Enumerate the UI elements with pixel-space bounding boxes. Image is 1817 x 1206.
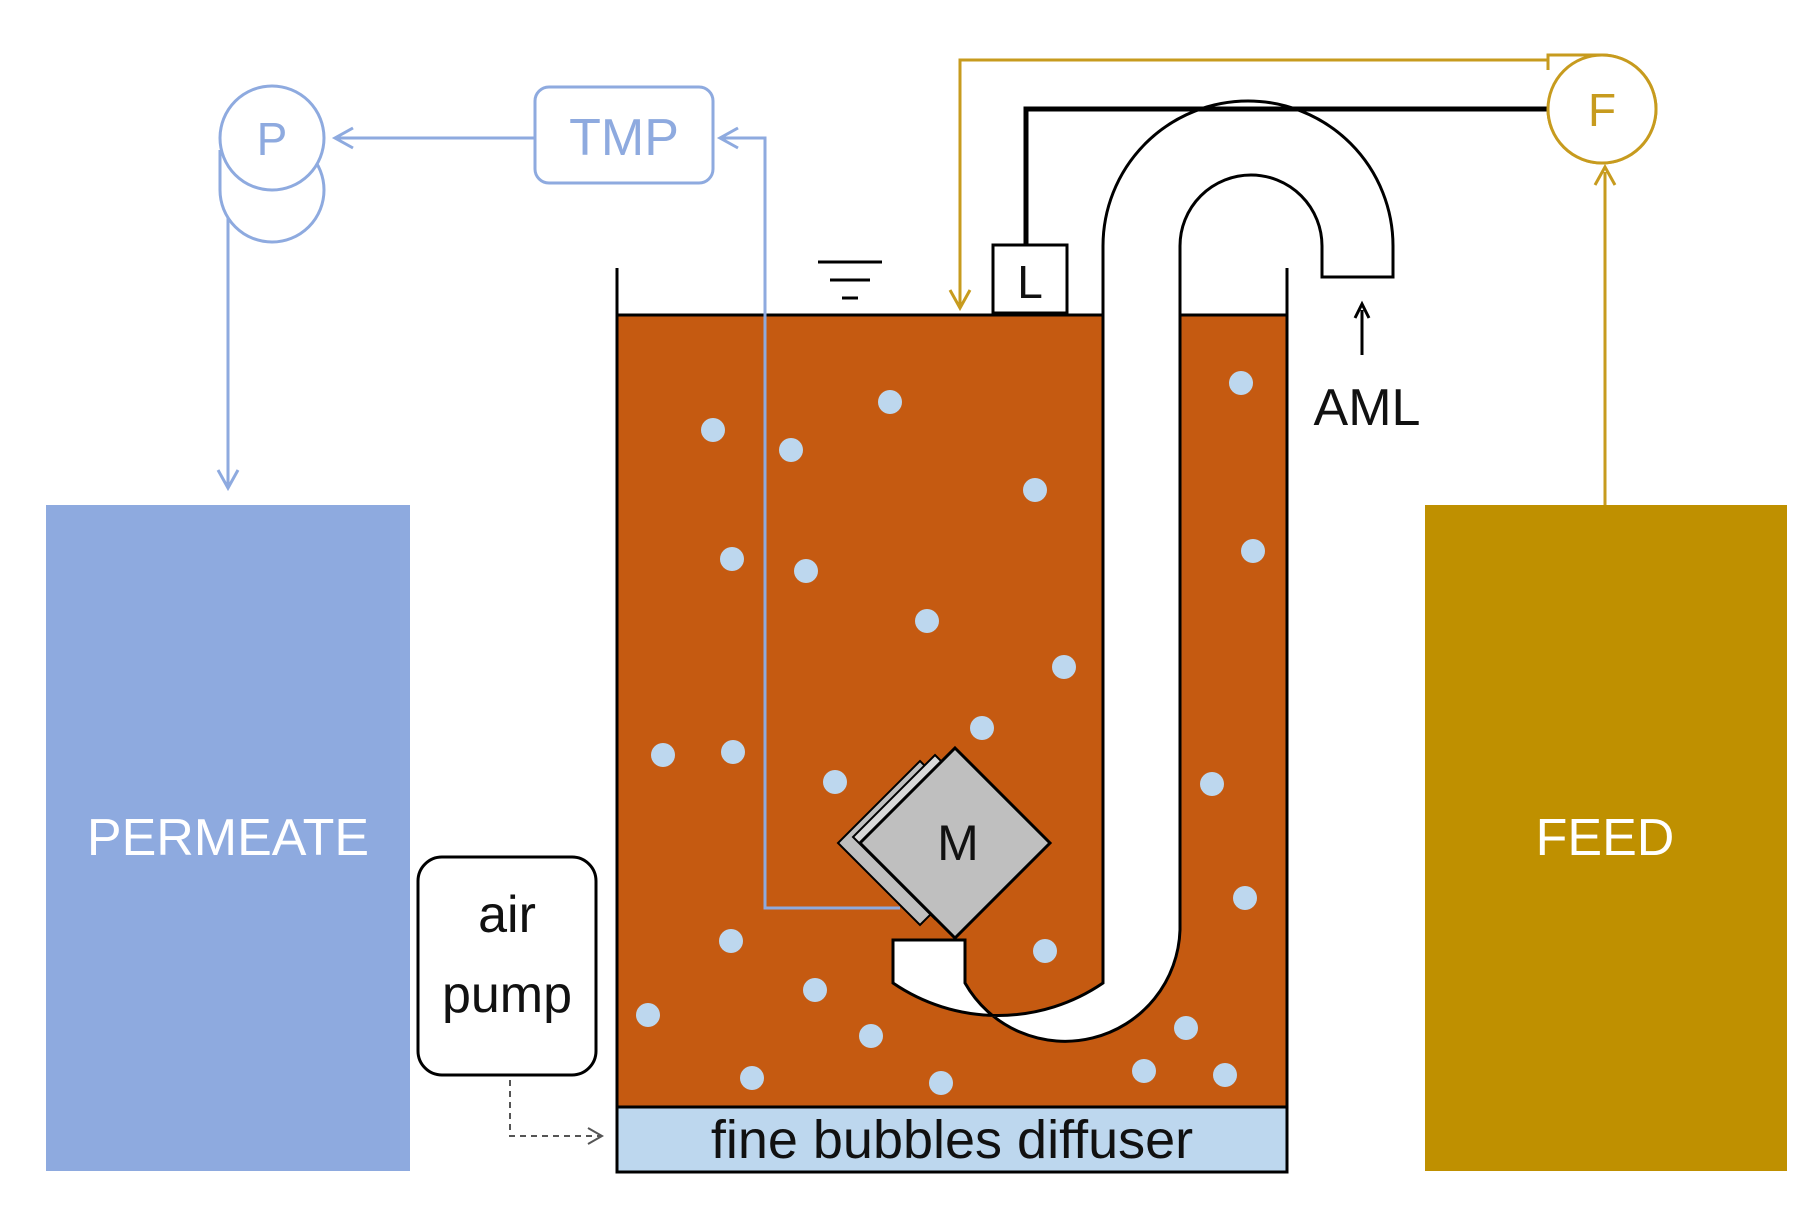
fine-bubbles-diffuser: fine bubbles diffuser xyxy=(615,1105,1289,1174)
bubble xyxy=(1033,939,1057,963)
bubble xyxy=(1132,1059,1156,1083)
bubble xyxy=(1229,371,1253,395)
level-sensor-label: L xyxy=(1017,256,1043,308)
tmp-sensor: TMP xyxy=(533,85,715,185)
feed-pump: F xyxy=(1546,53,1658,165)
bubble xyxy=(970,716,994,740)
permeate-label: PERMEATE xyxy=(87,809,369,867)
bubble xyxy=(803,978,827,1002)
bubble xyxy=(720,547,744,571)
bubble xyxy=(1200,772,1224,796)
bubble xyxy=(719,929,743,953)
bubble xyxy=(794,559,818,583)
bubble xyxy=(859,1024,883,1048)
bubble xyxy=(1023,478,1047,502)
bubble xyxy=(1174,1016,1198,1040)
membrane-module: M xyxy=(836,745,1053,941)
membrane-label: M xyxy=(937,815,979,871)
bubble xyxy=(1213,1063,1237,1087)
bubble xyxy=(1052,655,1076,679)
bubble xyxy=(929,1071,953,1095)
bubble xyxy=(701,418,725,442)
feed-supply-line xyxy=(1593,163,1617,505)
aml-riser-tube xyxy=(891,99,1395,1043)
permeate-pump-label: P xyxy=(257,113,288,165)
bubble xyxy=(779,438,803,462)
bubble xyxy=(1241,539,1265,563)
bubble xyxy=(823,770,847,794)
feed-tank: FEED xyxy=(1425,505,1787,1171)
bubble xyxy=(636,1003,660,1027)
bubble xyxy=(740,1066,764,1090)
air-pump: air pump xyxy=(416,855,598,1077)
air-pump-label-line2: pump xyxy=(442,966,572,1024)
bubble xyxy=(651,743,675,767)
level-control-line xyxy=(1023,106,1548,245)
permeate-tank: PERMEATE xyxy=(46,505,410,1171)
bubble xyxy=(915,609,939,633)
aml-indicator: AML xyxy=(1314,300,1421,437)
air-bubbles xyxy=(636,371,1265,1095)
feed-pump-label: F xyxy=(1588,84,1616,136)
aml-label: AML xyxy=(1314,379,1421,437)
water-level-symbol xyxy=(818,260,882,300)
tmp-label: TMP xyxy=(569,109,679,167)
diffuser-label: fine bubbles diffuser xyxy=(711,1110,1193,1170)
bubble xyxy=(1233,886,1257,910)
bubble xyxy=(721,740,745,764)
bubble xyxy=(878,390,902,414)
level-sensor: L xyxy=(991,243,1069,315)
feed-label: FEED xyxy=(1536,809,1675,867)
feed-inlet-line xyxy=(948,58,1548,312)
permeate-pump: P xyxy=(218,84,326,244)
air-supply-line xyxy=(509,1080,605,1145)
air-pump-label-line1: air xyxy=(478,886,536,944)
